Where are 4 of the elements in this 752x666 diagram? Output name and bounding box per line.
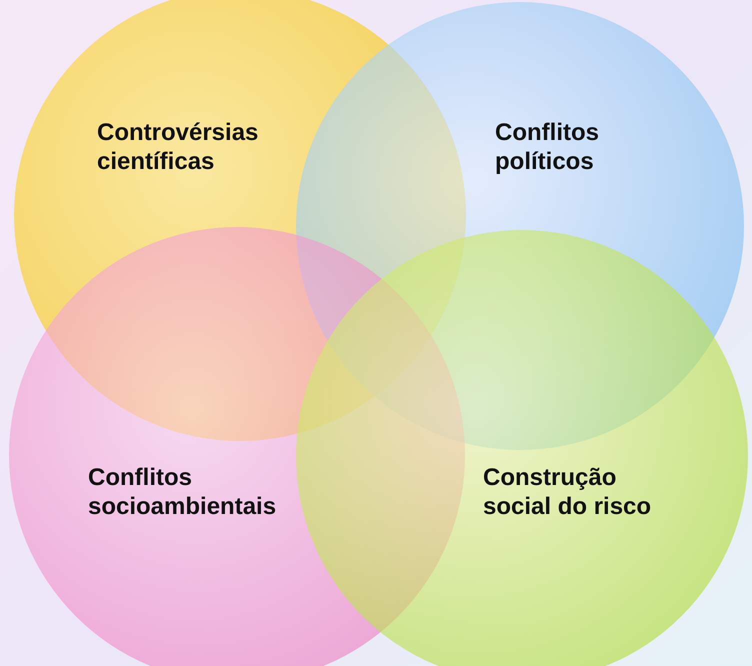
circle-label: Conflitos socioambientais [88, 463, 278, 521]
circle-label: Conflitos políticos [495, 118, 600, 176]
circle-label: Construção social do risco [483, 463, 652, 521]
circle-label: Controvérsias científicas [97, 118, 260, 176]
